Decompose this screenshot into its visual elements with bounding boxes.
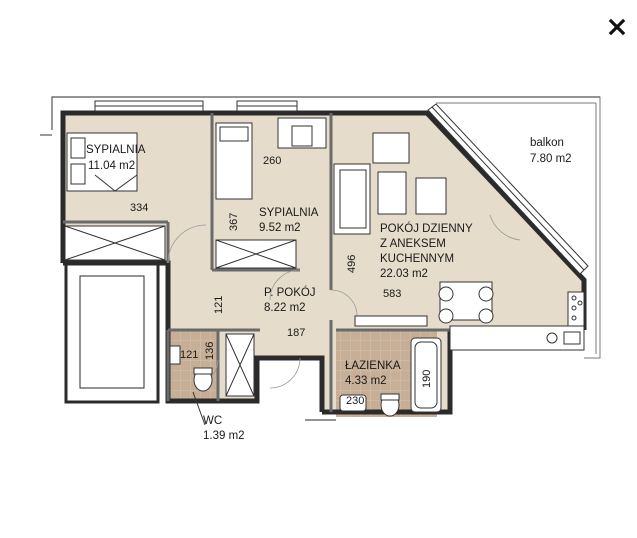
sink-wc bbox=[169, 345, 181, 365]
bedroom1-name: SYPIALNIA bbox=[86, 144, 146, 156]
bedroom2-area: 9.52 m2 bbox=[259, 222, 301, 234]
living-name-2: Z ANEKSEM bbox=[380, 238, 446, 250]
wc-area: 1.39 m2 bbox=[203, 430, 245, 442]
dim-583: 583 bbox=[383, 288, 401, 300]
hall-area: 8.22 m2 bbox=[264, 302, 306, 314]
living-area: 22.03 m2 bbox=[380, 268, 428, 280]
wc-name: WC bbox=[203, 415, 222, 427]
dim-334: 334 bbox=[130, 202, 148, 214]
kitchen-counter bbox=[449, 325, 585, 351]
dim-367: 367 bbox=[228, 213, 240, 231]
armchair-2 bbox=[415, 177, 447, 215]
dim-121a: 121 bbox=[213, 296, 225, 314]
sink-bath bbox=[339, 394, 367, 412]
room-labels: SYPIALNIA 11.04 m2 SYPIALNIA 9.52 m2 POK… bbox=[86, 137, 572, 442]
bathroom-name: ŁAZIENKA bbox=[345, 360, 401, 372]
floor-wc bbox=[168, 330, 218, 401]
radiator bbox=[354, 315, 428, 327]
dim-136: 136 bbox=[204, 342, 216, 360]
furniture bbox=[64, 117, 585, 417]
interior-walls bbox=[63, 113, 450, 412]
dim-230: 230 bbox=[346, 395, 364, 407]
outer-wall-shell bbox=[40, 96, 600, 421]
coffee-table bbox=[377, 171, 407, 215]
windows bbox=[94, 100, 589, 275]
wc-leader bbox=[192, 391, 206, 426]
armchair-1 bbox=[372, 132, 410, 164]
dimension-labels: 334 260 367 496 583 121 187 121 136 190 … bbox=[130, 155, 433, 407]
dim-121b: 121 bbox=[180, 349, 198, 361]
hall-name: P. POKÓJ bbox=[264, 286, 316, 299]
dim-187: 187 bbox=[287, 327, 305, 339]
dim-260: 260 bbox=[263, 155, 281, 167]
stairwell bbox=[64, 260, 160, 404]
balcony-name: balkon bbox=[530, 137, 564, 149]
living-name-3: KUCHENNYM bbox=[380, 253, 454, 265]
bedroom2-name: SYPIALNIA bbox=[259, 207, 319, 219]
close-button[interactable] bbox=[604, 14, 630, 40]
dim-496: 496 bbox=[346, 255, 358, 273]
balcony-area: 7.80 m2 bbox=[530, 153, 572, 165]
close-icon bbox=[608, 18, 626, 36]
living-name-1: POKÓJ DZIENNY bbox=[380, 222, 473, 235]
bathroom-area: 4.33 m2 bbox=[345, 375, 387, 387]
dim-190: 190 bbox=[421, 370, 433, 388]
bedroom1-area: 11.04 m2 bbox=[88, 160, 135, 172]
